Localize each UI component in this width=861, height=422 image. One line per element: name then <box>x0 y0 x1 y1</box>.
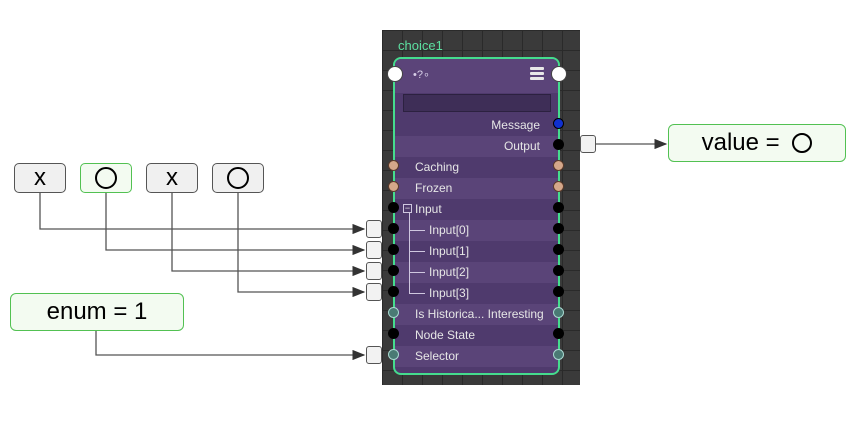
connector-tab-input-2 <box>366 262 382 280</box>
port-out-input[interactable] <box>553 202 564 213</box>
port-out-node-state[interactable] <box>553 328 564 339</box>
port-label: Input[0] <box>429 223 470 237</box>
port-out-frozen[interactable] <box>553 181 564 192</box>
tree-connector <box>409 230 425 231</box>
wire-circle2-to-input-3 <box>237 193 366 298</box>
port-row-caching: Caching <box>395 157 558 178</box>
tree-connector <box>409 293 425 294</box>
port-in-input[interactable] <box>388 202 399 213</box>
port-label: Frozen <box>415 181 453 195</box>
port-row-input-2: Input[2] <box>395 262 558 283</box>
port-in-input-0[interactable] <box>388 223 399 234</box>
collapse-icon[interactable]: − <box>403 203 412 213</box>
enum-label: enum = 1 <box>46 298 148 325</box>
input-box-label: x <box>166 164 178 191</box>
port-out-input-1[interactable] <box>553 244 564 255</box>
port-in-selector[interactable] <box>388 349 399 360</box>
port-row-node-state: Node State <box>395 325 558 346</box>
attribute-filter-field[interactable] <box>403 94 551 112</box>
port-in-is-historically-interesting[interactable] <box>388 307 399 318</box>
port-in-caching[interactable] <box>388 160 399 171</box>
port-row-input-0: Input[0] <box>395 220 558 241</box>
connector-tab-input-0 <box>366 220 382 238</box>
node-output-port-main[interactable] <box>551 66 567 82</box>
node-title: choice1 <box>398 38 443 53</box>
port-out-input-3[interactable] <box>553 286 564 297</box>
menu-icon[interactable] <box>530 67 544 82</box>
port-out-input-0[interactable] <box>553 223 564 234</box>
port-label: Is Historica... Interesting <box>415 307 544 321</box>
port-out-selector[interactable] <box>553 349 564 360</box>
port-row-message: Message <box>395 115 558 136</box>
tree-connector <box>409 272 425 273</box>
port-row-is-historically-interesting: Is Historica... Interesting <box>395 304 558 325</box>
port-in-input-2[interactable] <box>388 265 399 276</box>
port-out-output[interactable] <box>553 139 564 150</box>
wire-x2-to-input-2 <box>171 193 366 277</box>
connector-tab-selector <box>366 346 382 364</box>
enum-box: enum = 1 <box>10 293 184 331</box>
port-label: Selector <box>415 349 460 363</box>
port-row-frozen: Frozen <box>395 178 558 199</box>
node-header[interactable]: •?∘ <box>395 59 558 93</box>
input-box-label: x <box>34 164 46 191</box>
wire-enum-to-selector <box>95 331 366 361</box>
circle-symbol-icon <box>95 167 117 189</box>
port-label: Input[3] <box>429 286 470 300</box>
circle-symbol-icon <box>792 133 813 153</box>
port-label: Input[1] <box>429 244 470 258</box>
port-out-message[interactable] <box>553 118 564 129</box>
port-out-caching[interactable] <box>553 160 564 171</box>
tree-connector <box>409 213 410 293</box>
circle-symbol-icon <box>227 167 249 189</box>
port-in-frozen[interactable] <box>388 181 399 192</box>
tree-connector <box>409 251 425 252</box>
port-label: Node State <box>415 328 476 342</box>
port-label: Message <box>491 118 540 132</box>
port-out-is-historically-interesting[interactable] <box>553 307 564 318</box>
input-box-x-1: x <box>14 163 66 193</box>
port-row-input-3: Input[3] <box>395 283 558 304</box>
port-label: Input[2] <box>429 265 470 279</box>
node-input-port-main[interactable] <box>387 66 403 82</box>
input-box-x-2: x <box>146 163 198 193</box>
port-label: Output <box>503 139 540 153</box>
connector-tab-input-3 <box>366 283 382 301</box>
help-icon[interactable]: •?∘ <box>413 69 430 81</box>
wire-circle1-to-input-1 <box>105 193 366 256</box>
connector-tab-output <box>580 135 596 153</box>
port-in-input-1[interactable] <box>388 244 399 255</box>
value-label: value = <box>701 129 787 156</box>
port-row-input-1: Input[1] <box>395 241 558 262</box>
port-label: Input <box>415 202 442 216</box>
value-box: value = <box>668 124 846 162</box>
input-box-circle-2 <box>212 163 264 193</box>
port-label: Caching <box>415 160 460 174</box>
wire-x1-to-input-0 <box>39 193 366 235</box>
port-in-input-3[interactable] <box>388 286 399 297</box>
input-box-circle-1 <box>80 163 132 193</box>
port-row-selector: Selector <box>395 346 558 367</box>
port-row-output: Output <box>395 136 558 157</box>
port-out-input-2[interactable] <box>553 265 564 276</box>
port-row-input[interactable]: − Input <box>395 199 558 220</box>
connector-tab-input-1 <box>366 241 382 259</box>
port-in-node-state[interactable] <box>388 328 399 339</box>
choice-node[interactable]: •?∘ Message Output Caching Frozen − Inpu… <box>393 57 560 375</box>
